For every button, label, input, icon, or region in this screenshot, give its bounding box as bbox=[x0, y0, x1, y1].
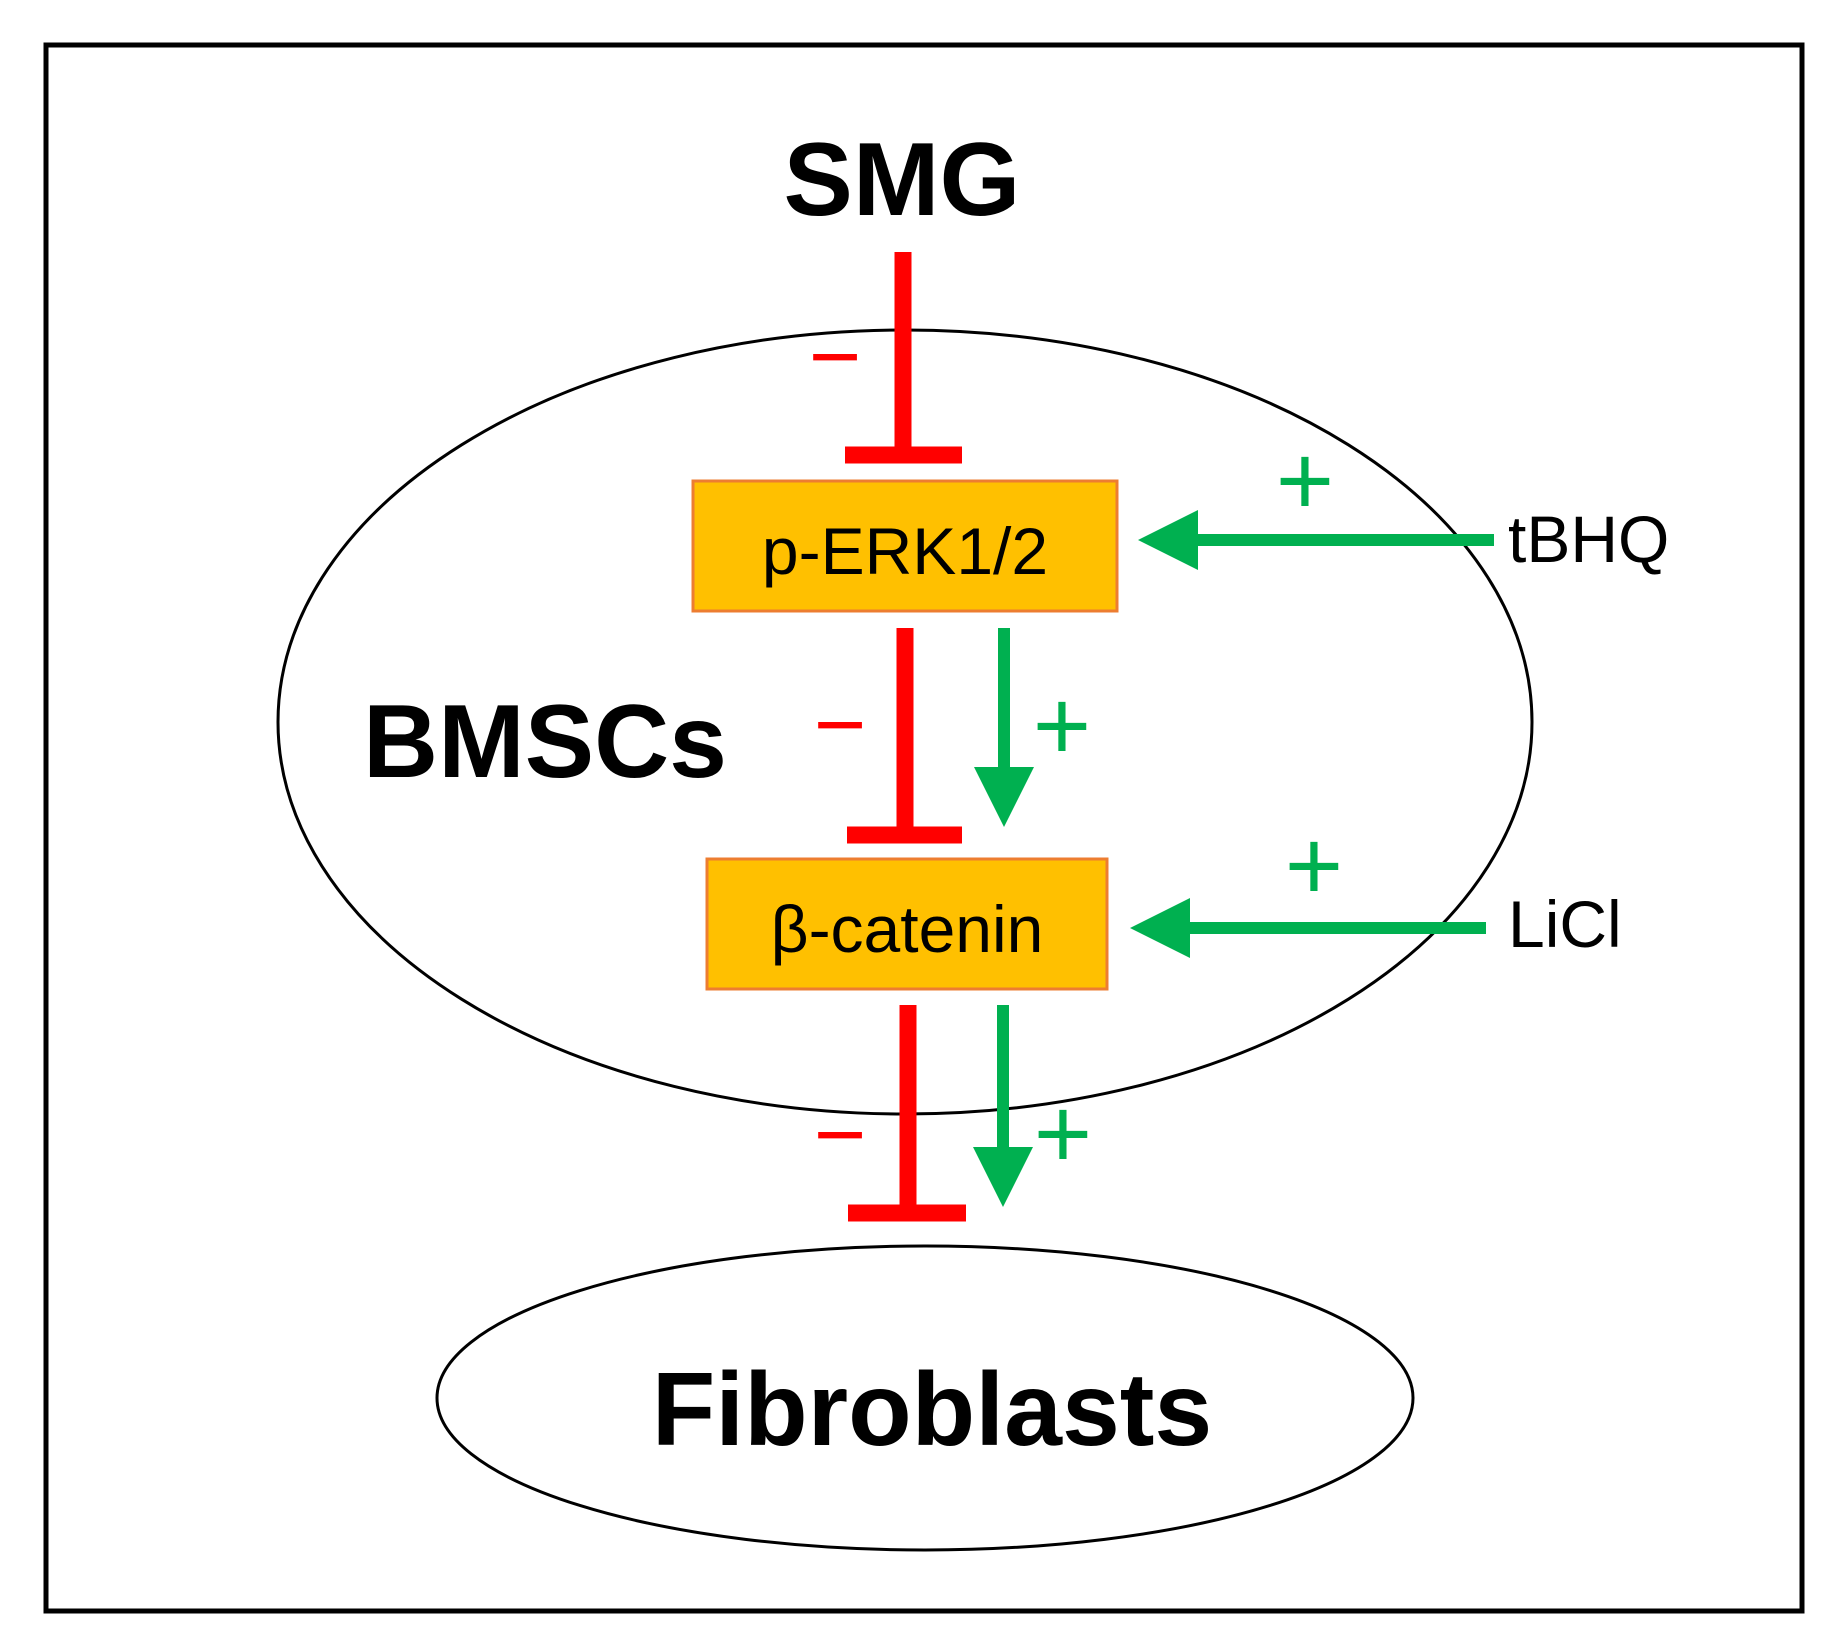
licl-activation-sign: + bbox=[1285, 810, 1343, 922]
catenin-inhibition-sign: − bbox=[814, 1085, 867, 1185]
fibroblast-ellipse bbox=[435, 1244, 1415, 1552]
catenin-node-box bbox=[705, 857, 1109, 991]
smg-label: SMG bbox=[784, 122, 1021, 238]
erk-node-label: p-ERK1/2 bbox=[762, 514, 1048, 588]
catenin-activation-sign: + bbox=[1034, 1078, 1092, 1190]
erk-node: p-ERK1/2 bbox=[691, 479, 1119, 613]
fibroblast-label: Fibroblasts bbox=[652, 1352, 1213, 1468]
licl-label: LiCl bbox=[1508, 887, 1622, 961]
catenin-node-label: β-catenin bbox=[771, 892, 1044, 966]
bmsc-label: BMSCs bbox=[363, 684, 727, 800]
smg-inhibition-sign: − bbox=[809, 307, 862, 407]
tbhq-label: tBHQ bbox=[1508, 502, 1669, 576]
catenin-node: β-catenin bbox=[705, 857, 1109, 991]
erk-inhibition-sign: − bbox=[814, 675, 867, 775]
erk-activation-sign: + bbox=[1033, 670, 1091, 782]
erk-node-box bbox=[691, 479, 1119, 613]
tbhq-activation-sign: + bbox=[1276, 425, 1334, 537]
